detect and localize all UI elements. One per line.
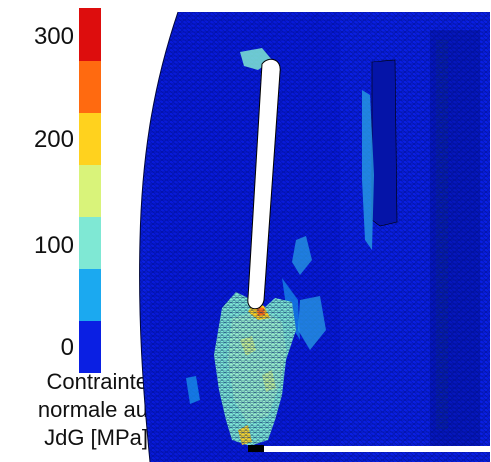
colorbar-tick-0: 0 — [60, 334, 74, 361]
slot-outline — [247, 58, 281, 310]
colorbar-bin-5 — [79, 60, 101, 113]
caption-line-3: JdG [MPa] — [44, 425, 148, 450]
colorbar-bin-0 — [79, 320, 101, 373]
colorbar-bin-6 — [79, 8, 101, 61]
right-edge-holes — [436, 40, 448, 430]
color-legend: 300 200 100 0 Contrainte normale au JdG … — [0, 0, 150, 462]
stress-zone-small-a — [292, 236, 312, 275]
stress-zone-small-b — [298, 296, 326, 350]
colorbar-caption: Contrainte normale au JdG [MPa] — [0, 368, 148, 452]
stress-zone-left — [186, 376, 200, 404]
colorbar-bin-1 — [79, 268, 101, 321]
colorbar-tick-200: 200 — [33, 126, 74, 153]
colorbar-bin-4 — [79, 112, 101, 165]
stress-zone-thin-right — [362, 90, 374, 250]
colorbar-tick-300: 300 — [33, 23, 74, 50]
mesh-grid — [139, 12, 490, 462]
colorbar-bin-2 — [79, 216, 101, 269]
rect-opening-outline — [371, 59, 398, 227]
mesh-body — [139, 12, 490, 462]
stress-zone-mesh — [214, 292, 296, 446]
colorbar-tick-100: 100 — [33, 232, 74, 259]
caption-line-2: normale au — [37, 397, 148, 422]
slot-opening — [247, 59, 281, 309]
bottom-slit-end — [248, 445, 264, 452]
bottom-slit — [262, 446, 491, 452]
colorbar-bin-3 — [79, 164, 101, 217]
caption-line-1: Contrainte — [46, 369, 148, 394]
mesh-left-edge — [139, 11, 179, 462]
